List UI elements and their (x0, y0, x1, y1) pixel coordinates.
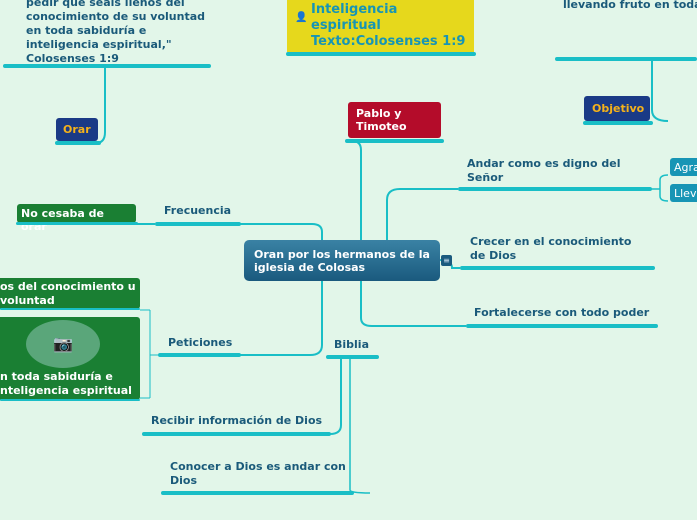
camera-icon: 📷 (26, 320, 100, 368)
person-icon: 👤 (295, 12, 308, 23)
recibir-informacion[interactable]: Recibir información de Dios (151, 414, 323, 427)
branch-biblia[interactable]: Biblia (334, 338, 369, 351)
peticion-sabiduria[interactable]: 📷 n toda sabiduría e nteligencia espirit… (0, 317, 140, 400)
notes-icon[interactable]: ≡ (441, 255, 452, 266)
inteligencia-text: Inteligencia espiritual Texto:Colosenses… (311, 2, 466, 49)
lleva-node[interactable]: Lleva (670, 184, 697, 202)
verse-colosenses-1-9: pedir que seáis llenos del conocimiento … (26, 0, 206, 65)
verse-colosenses-1-10: llevando fruto en toda buena obra, y cre… (563, 0, 697, 11)
objetivo-node[interactable]: Objetivo (584, 96, 650, 121)
central-topic[interactable]: Oran por los hermanos de la iglesia de C… (244, 240, 440, 281)
branch-frecuencia[interactable]: Frecuencia (164, 204, 232, 217)
inteligencia-espiritual-node[interactable]: 👤 Inteligencia espiritual Texto:Colosens… (287, 0, 474, 52)
branch-fortalecerse[interactable]: Fortalecerse con todo poder (474, 306, 650, 319)
branch-crecer[interactable]: Crecer en el conocimiento de Dios (470, 235, 632, 262)
branch-peticiones[interactable]: Peticiones (168, 336, 233, 349)
no-cesaba-node[interactable]: No cesaba de orar (17, 204, 136, 233)
orar-node[interactable]: Orar (56, 118, 98, 141)
conocer-a-dios[interactable]: Conocer a Dios es andar con Dios (170, 460, 346, 487)
peticion-conocimiento[interactable]: os del conocimiento u voluntad (0, 278, 140, 309)
pablo-timoteo-node[interactable]: Pablo y Timoteo (348, 102, 441, 138)
agra-node[interactable]: Agra (670, 158, 697, 176)
peticion-sabiduria-text: n toda sabiduría e nteligencia espiritua… (0, 370, 132, 397)
branch-andar[interactable]: Andar como es digno del Señor (467, 157, 621, 184)
